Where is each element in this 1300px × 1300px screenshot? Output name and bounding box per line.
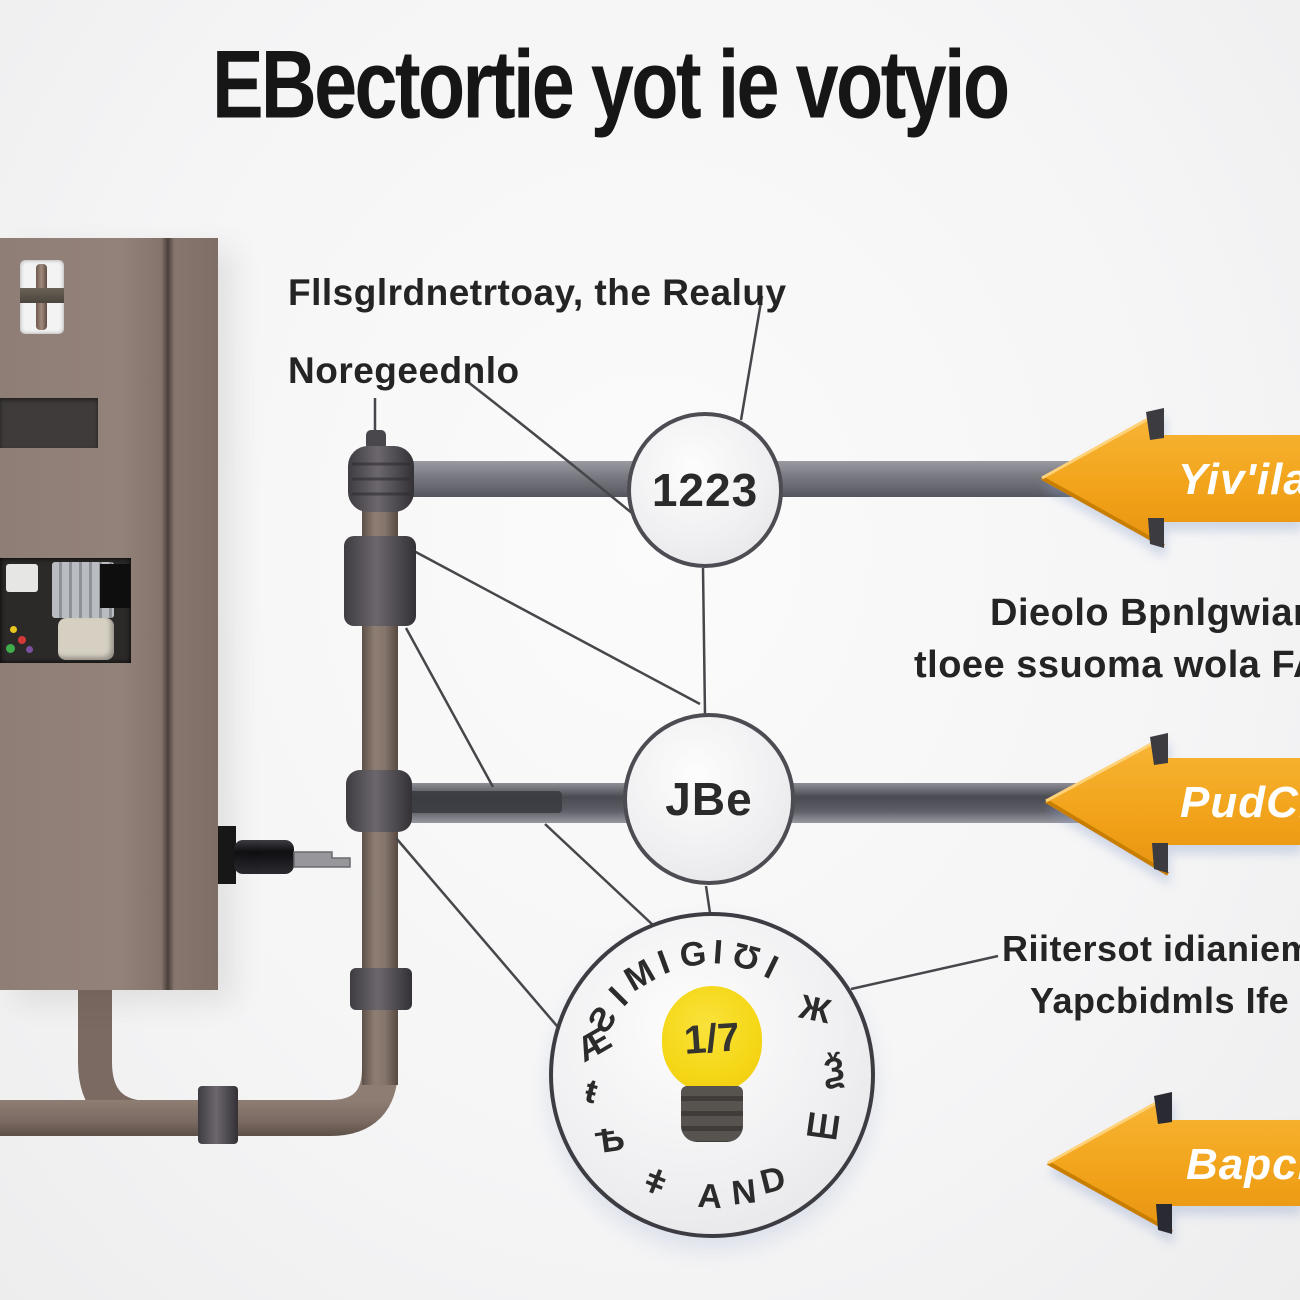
ring-char: Ш	[803, 1104, 843, 1148]
gray-pipe-middle-core	[398, 791, 562, 813]
node-1-label: 1223	[651, 464, 759, 516]
leader-lines	[373, 295, 999, 1027]
ring-char: Ѯ	[821, 1050, 846, 1090]
tee-fitting	[346, 770, 412, 832]
pipe-bracket	[350, 968, 412, 1010]
circuit-part	[6, 564, 38, 592]
key-icon	[216, 826, 351, 884]
bottom-coupling	[198, 1086, 238, 1144]
electrical-panel-box	[0, 238, 218, 990]
label-right1-line1: Dieolo Bpnlgwiamig	[990, 592, 1300, 634]
lightbulb-icon: 1/7	[662, 986, 762, 1092]
bulb-fraction-label: 1/7	[682, 1014, 742, 1063]
led-dot	[10, 626, 17, 633]
handle-strap	[20, 288, 64, 303]
panel-display-slot	[0, 398, 98, 448]
ring-char: G	[677, 933, 708, 975]
lightbulb-base	[681, 1086, 743, 1142]
label-right2-line1: Riitersot idianiem	[1002, 928, 1300, 969]
pipe-fittings	[198, 430, 416, 1144]
ring-char: A	[696, 1176, 724, 1217]
led-dot	[18, 636, 26, 644]
page-title: EBectortie yot ie votyio	[212, 31, 1010, 139]
led-dot	[26, 646, 33, 653]
label-top-left-line1: Fllsglrdnetrtoay, the Realuy	[288, 272, 787, 313]
label-right2-line2: Yapcbidmls Ife	[1030, 980, 1290, 1021]
circuit-part	[100, 564, 130, 608]
coupling-fitting	[344, 536, 416, 626]
led-dot	[6, 644, 15, 653]
label-top-left-line2: Noregeednlo	[288, 350, 520, 391]
label-right1-line2: tloee ssuoma wola FA69	[914, 644, 1300, 686]
ring-char: N	[729, 1172, 758, 1213]
panel-handle	[20, 260, 64, 334]
node-2-label: JBe	[665, 773, 753, 825]
node-circle-1: 1223	[627, 412, 783, 568]
circuit-part	[58, 618, 114, 660]
panel-circuit-window	[0, 558, 131, 663]
node-circle-2: JBe	[623, 713, 795, 885]
ring-char: Ѣ	[592, 1120, 627, 1162]
